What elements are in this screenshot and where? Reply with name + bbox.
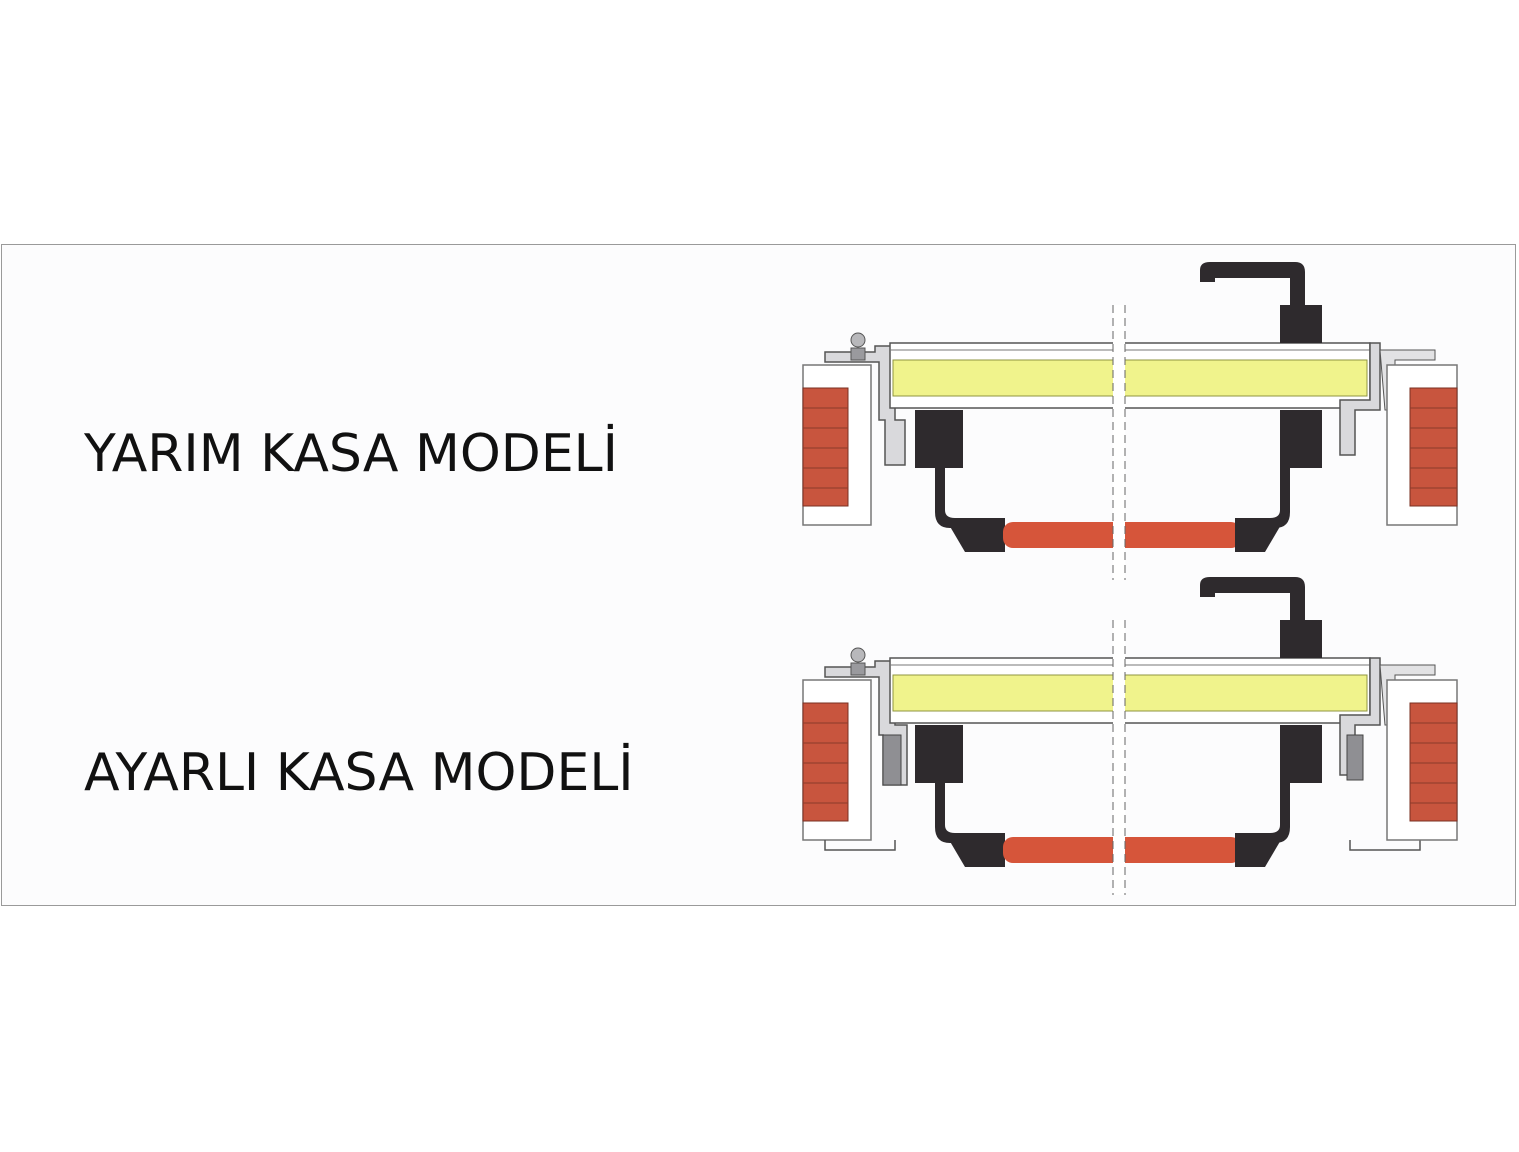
door-section-diagram-half-frame [802, 262, 1458, 580]
left-frame-profile [824, 332, 906, 466]
left-wall [802, 364, 872, 526]
left-frame-profile [824, 647, 908, 786]
door-section-diagram-adjustable-frame [802, 577, 1458, 895]
break-line [1112, 305, 1126, 580]
lever-handle-top [1200, 262, 1322, 343]
right-wall [1386, 679, 1458, 841]
door-leaf [889, 342, 1371, 409]
model-label-adjustable-frame: AYARLI KASA MODELİ [84, 743, 634, 803]
break-line [1112, 620, 1126, 895]
door-leaf [889, 657, 1371, 724]
model-label-half-frame: YARIM KASA MODELİ [84, 424, 618, 484]
lever-handle-top [1200, 577, 1322, 658]
left-wall [802, 679, 896, 851]
right-wall [1386, 364, 1458, 526]
